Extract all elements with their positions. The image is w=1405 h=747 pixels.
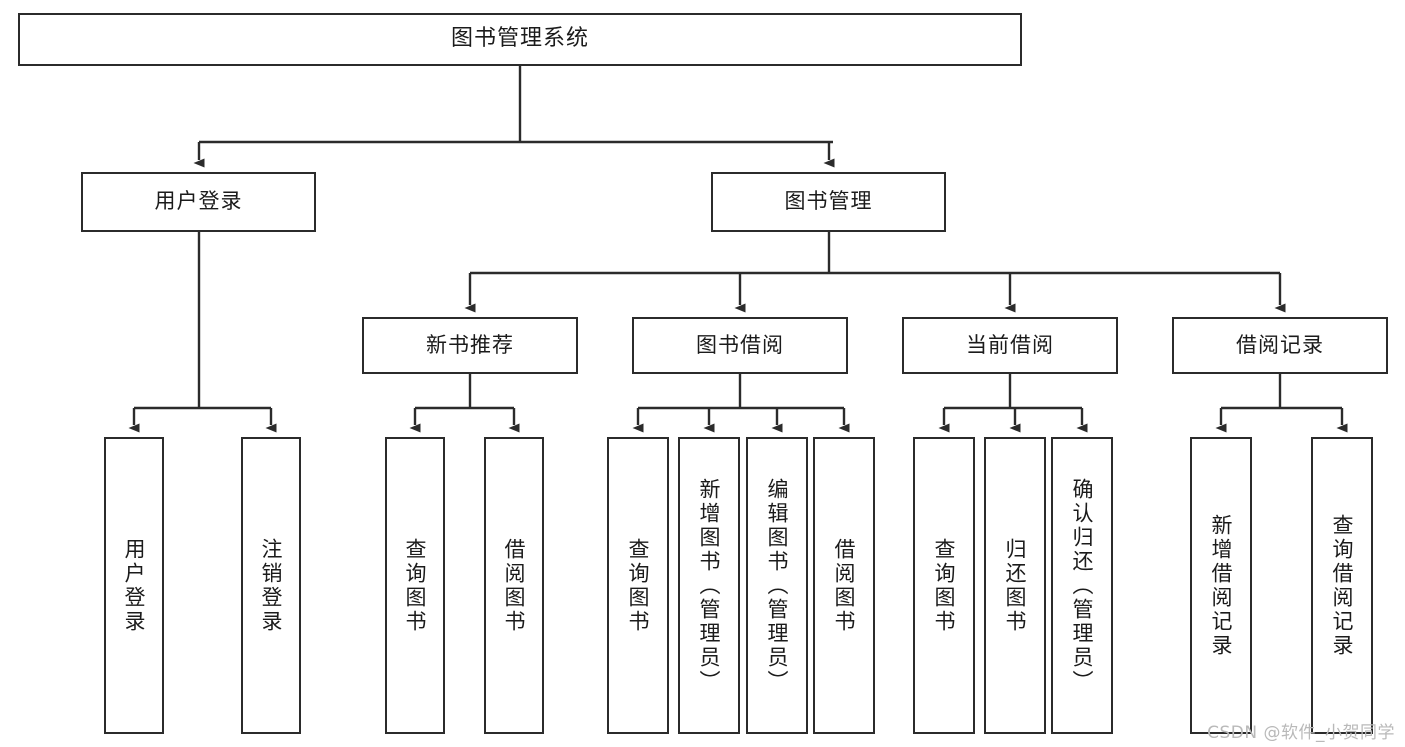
node-new-book-recommend-label: 新书推荐 <box>426 332 514 357</box>
node-current-borrow[interactable]: 当前借阅 <box>902 317 1118 374</box>
node-book-management-label: 图书管理 <box>784 189 873 214</box>
node-root[interactable]: 图书管理系统 <box>18 13 1022 66</box>
leaf-logout-label: 注销登录 <box>259 537 283 634</box>
leaf-borrow-book-recommend[interactable]: 借阅图书 <box>484 437 544 734</box>
leaf-confirm-return-admin-label: 确认归还（管理员） <box>1070 477 1094 694</box>
leaf-return-book-label: 归还图书 <box>1003 537 1027 634</box>
leaf-add-borrow-record[interactable]: 新增借阅记录 <box>1190 437 1252 734</box>
leaf-edit-book-admin[interactable]: 编辑图书（管理员） <box>746 437 808 734</box>
node-current-borrow-label: 当前借阅 <box>966 332 1054 357</box>
leaf-borrow-book-recommend-label: 借阅图书 <box>502 537 526 634</box>
leaf-query-borrow-record-label: 查询借阅记录 <box>1330 513 1354 658</box>
leaf-query-book-borrow[interactable]: 查询图书 <box>607 437 669 734</box>
watermark: CSDN @软件_小贺同学 <box>1207 723 1395 743</box>
node-borrow-record[interactable]: 借阅记录 <box>1172 317 1388 374</box>
leaf-user-login-label: 用户登录 <box>122 537 146 634</box>
leaf-add-book-admin[interactable]: 新增图书（管理员） <box>678 437 740 734</box>
leaf-query-book-current[interactable]: 查询图书 <box>913 437 975 734</box>
leaf-edit-book-admin-label: 编辑图书（管理员） <box>765 477 789 694</box>
leaf-logout[interactable]: 注销登录 <box>241 437 301 734</box>
leaf-borrow-book[interactable]: 借阅图书 <box>813 437 875 734</box>
leaf-confirm-return-admin[interactable]: 确认归还（管理员） <box>1051 437 1113 734</box>
node-book-borrow[interactable]: 图书借阅 <box>632 317 848 374</box>
leaf-return-book[interactable]: 归还图书 <box>984 437 1046 734</box>
leaf-borrow-book-label: 借阅图书 <box>832 537 856 634</box>
node-book-management[interactable]: 图书管理 <box>711 172 946 232</box>
leaf-query-book-current-label: 查询图书 <box>932 537 956 634</box>
leaf-add-book-admin-label: 新增图书（管理员） <box>697 477 721 694</box>
node-root-label: 图书管理系统 <box>450 26 589 52</box>
node-book-borrow-label: 图书借阅 <box>696 332 784 357</box>
leaf-user-login[interactable]: 用户登录 <box>104 437 164 734</box>
node-user-login-label: 用户登录 <box>154 189 243 214</box>
node-borrow-record-label: 借阅记录 <box>1236 332 1324 357</box>
leaf-query-borrow-record[interactable]: 查询借阅记录 <box>1311 437 1373 734</box>
leaf-query-book-recommend-label: 查询图书 <box>403 537 427 634</box>
leaf-add-borrow-record-label: 新增借阅记录 <box>1209 513 1233 658</box>
node-user-login[interactable]: 用户登录 <box>81 172 316 232</box>
leaf-query-book-recommend[interactable]: 查询图书 <box>385 437 445 734</box>
leaf-query-book-borrow-label: 查询图书 <box>626 537 650 634</box>
node-new-book-recommend[interactable]: 新书推荐 <box>362 317 578 374</box>
